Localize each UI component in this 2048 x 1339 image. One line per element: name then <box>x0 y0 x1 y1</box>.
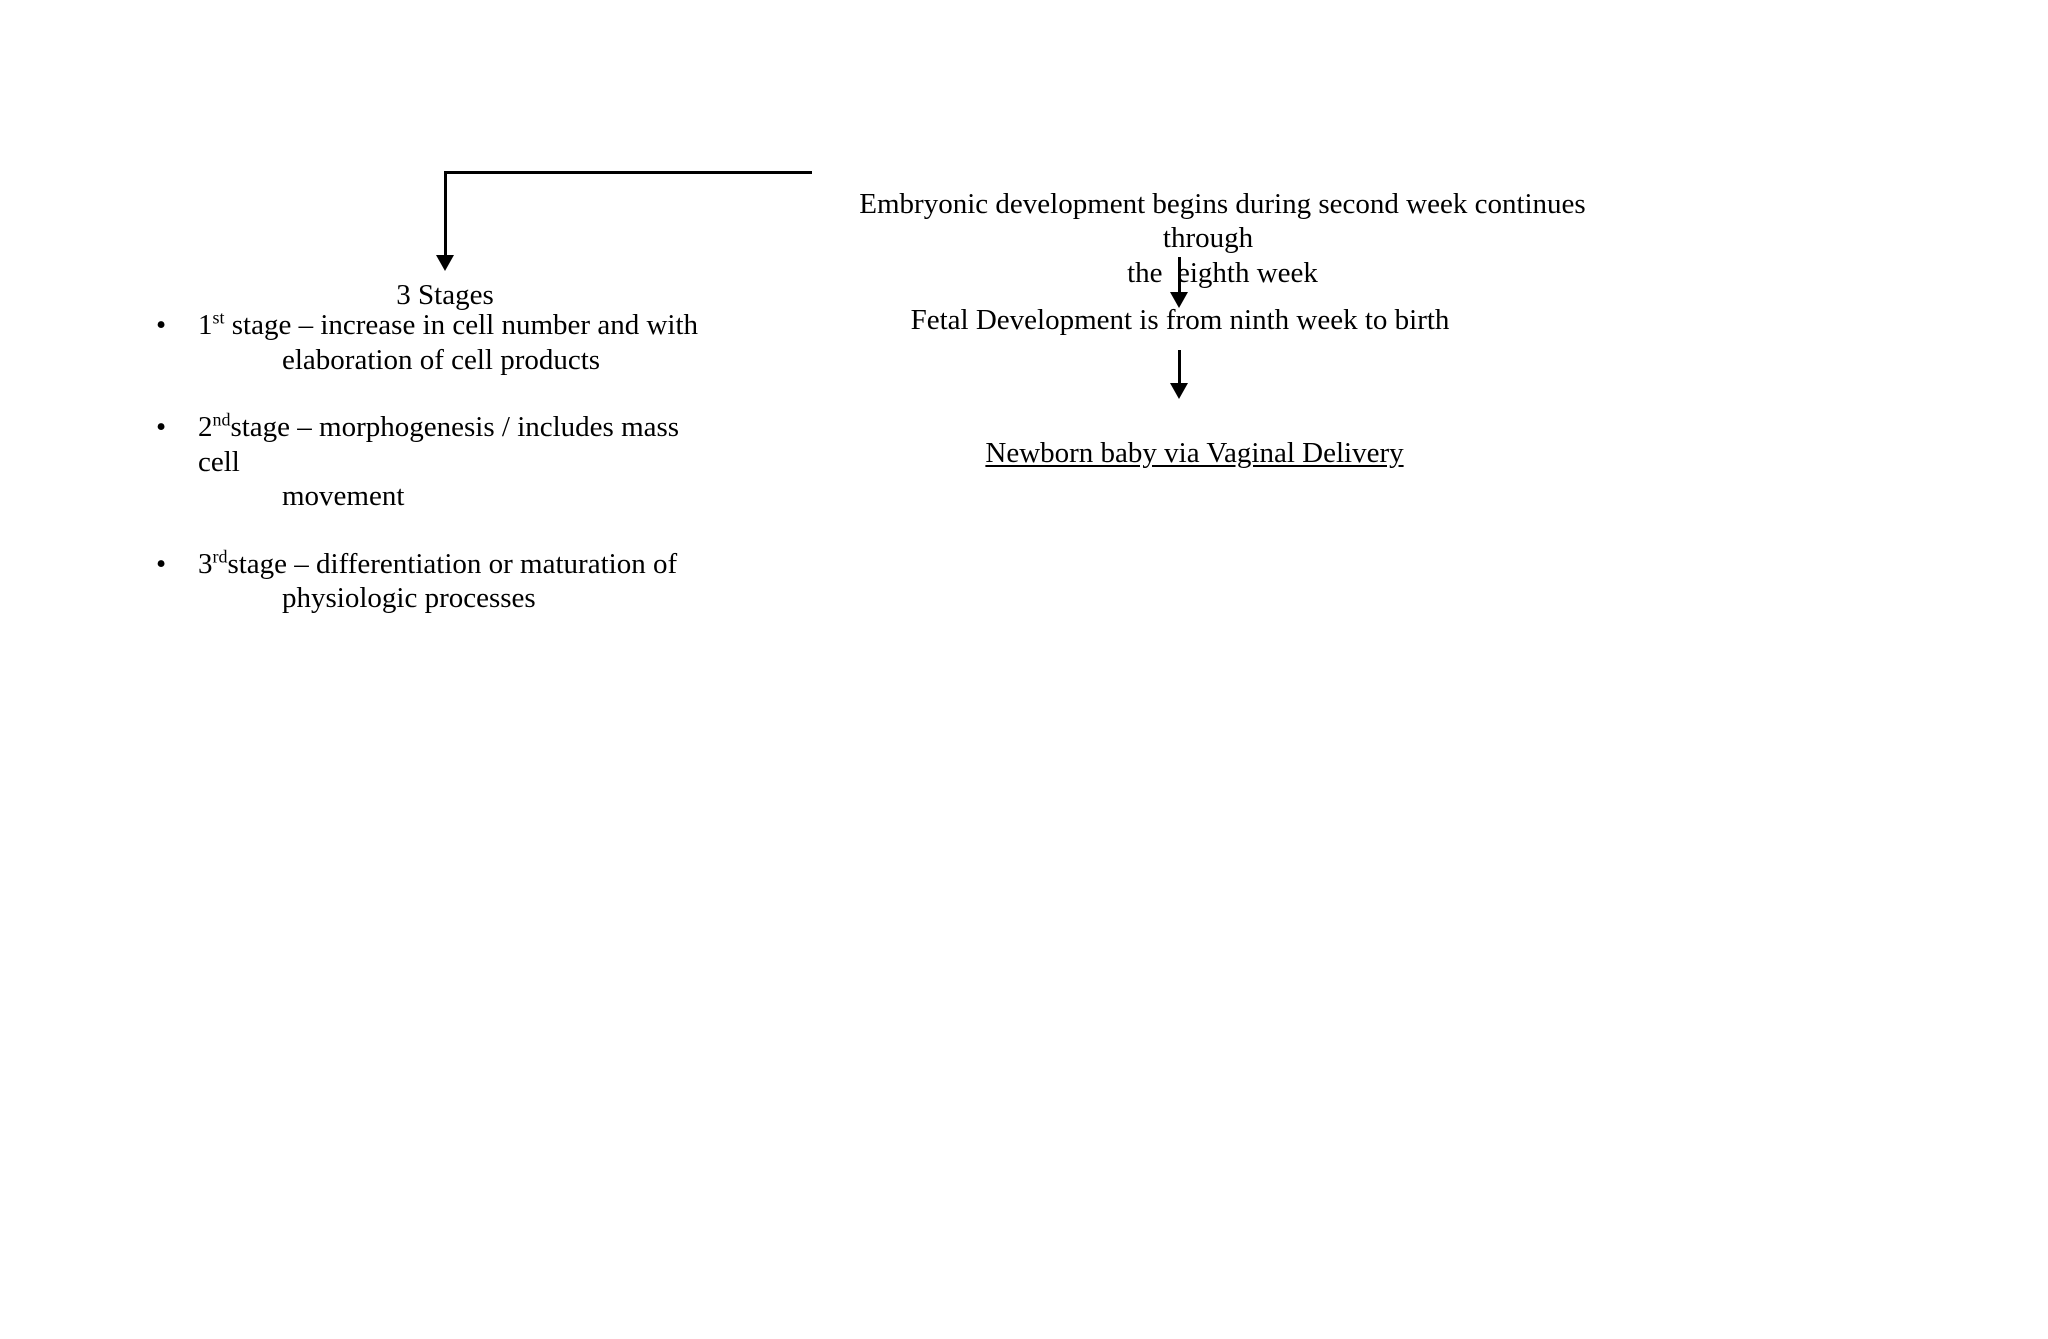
list-item: • 2ndstage – morphogenesis / includes ma… <box>150 410 710 514</box>
stage-line-1: 3rdstage – differentiation or maturation… <box>198 547 710 582</box>
top-statement-line-1: Embryonic development begins during seco… <box>859 187 1593 255</box>
newborn-outcome-label: Newborn baby via Vaginal Delivery <box>985 437 1404 470</box>
list-item: • 3rdstage – differentiation or maturati… <box>150 547 710 616</box>
stage-ordinal: 3 <box>198 547 213 580</box>
stage-line-1: 1st stage – increase in cell number and … <box>198 308 710 343</box>
bullet-icon: • <box>156 411 167 443</box>
top-statement-line-2: the eighth week <box>1127 256 1318 289</box>
stage-line-1-text: stage – increase in cell number and with <box>231 309 699 341</box>
three-stages-heading: 3 Stages <box>396 279 494 311</box>
elbow-vertical-segment <box>444 171 447 257</box>
bullet-icon: • <box>156 309 167 341</box>
arrow-to-newborn-head-icon <box>1170 383 1188 399</box>
list-item: • 1st stage – increase in cell number an… <box>150 308 710 377</box>
bullet-icon: • <box>156 547 167 580</box>
top-statement-text: Embryonic development begins during seco… <box>828 152 1588 325</box>
stage-line-1-text: stage – differentiation or maturation of <box>227 547 678 580</box>
stage-ordinal-suffix: st <box>212 307 225 328</box>
stage-line-2: movement <box>282 480 405 512</box>
fetal-development-text: Fetal Development is from ninth week to … <box>910 304 1450 336</box>
arrow-to-newborn-shaft <box>1178 350 1181 386</box>
stage-ordinal-gap <box>225 309 232 341</box>
stage-ordinal: 1 <box>198 309 213 341</box>
elbow-horizontal-segment <box>444 171 812 174</box>
stage-line-2: physiologic processes <box>282 582 536 614</box>
arrow-to-fetal-head-icon <box>1170 292 1188 308</box>
elbow-arrowhead-icon <box>436 255 454 271</box>
stage-line-2: elaboration of cell products <box>282 343 601 376</box>
arrow-to-fetal-shaft <box>1178 257 1181 295</box>
stage-ordinal-suffix: rd <box>212 545 228 566</box>
stage-list: • 1st stage – increase in cell number an… <box>150 308 710 649</box>
stage-line-1-text: stage – morphogenesis / includes mass ce… <box>198 411 680 478</box>
stage-line-1: 2ndstage – morphogenesis / includes mass… <box>198 410 710 479</box>
stage-ordinal-suffix: nd <box>212 409 231 430</box>
newborn-outcome-text: Newborn baby via Vaginal Delivery <box>880 402 1480 505</box>
stage-ordinal: 2 <box>198 411 213 443</box>
